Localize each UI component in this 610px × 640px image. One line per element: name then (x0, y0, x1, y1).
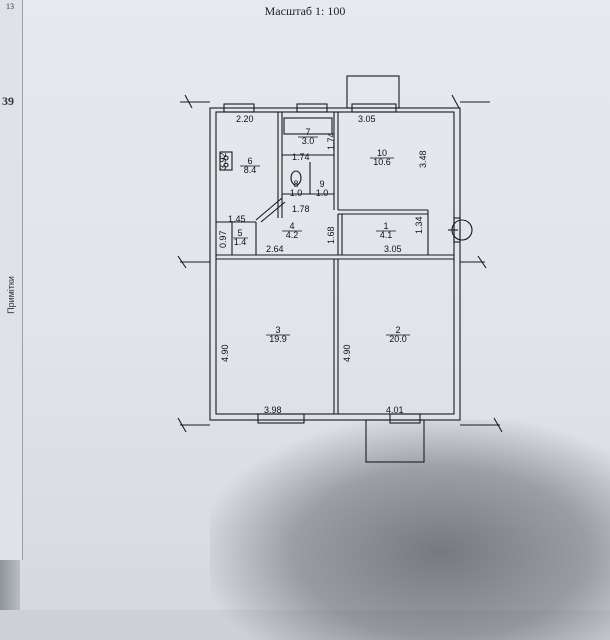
dim-1-74-horizontal: 1.74 (292, 152, 310, 162)
room-9-area: 1.0 (316, 188, 329, 198)
room-7-number: 7 (305, 127, 310, 137)
adjacent-page: 13 39 Примітки (0, 0, 23, 560)
dim-2-64: 2.64 (266, 244, 284, 254)
room-5-area: 1.4 (234, 237, 247, 247)
room-8-area: 1.0 (290, 188, 303, 198)
room-9-number: 9 (319, 179, 324, 189)
room-labels: 1 4.1 2 20.0 3 19.9 4 4.2 5 1.4 6 8.4 7 … (233, 127, 410, 344)
room-3-area: 19.9 (269, 334, 287, 344)
room-5-number: 5 (237, 228, 242, 238)
room-10-number: 10 (377, 148, 387, 158)
dim-1-68: 1.68 (326, 226, 336, 244)
photo-shadow (210, 420, 610, 640)
dim-3-98: 3.98 (264, 405, 282, 415)
room-6-number: 6 (247, 156, 252, 166)
scale-title: Масштаб 1: 100 (264, 4, 346, 18)
adjacent-page-number: 39 (2, 94, 14, 108)
room-4-number: 4 (289, 221, 294, 231)
room-7-area: 3.0 (302, 136, 315, 146)
dimension-labels: 2.20 3.92 1.74 1.74 3.05 3.48 1.78 1.45 … (218, 114, 428, 415)
dim-1-34: 1.34 (414, 216, 424, 234)
room-10-area: 10.6 (373, 157, 391, 167)
dim-4-90-right: 4.90 (342, 344, 352, 362)
dim-3-92: 3.92 (218, 152, 228, 170)
room-4-area: 4.2 (286, 230, 299, 240)
room-6-area: 8.4 (244, 165, 257, 175)
dim-1-45: 1.45 (228, 214, 246, 224)
dim-1-74-vertical: 1.74 (326, 132, 336, 150)
top-porch (346, 75, 400, 109)
dim-1-78: 1.78 (292, 204, 310, 214)
dim-3-48: 3.48 (418, 150, 428, 168)
dim-0-97: 0.97 (218, 230, 228, 248)
adjacent-page-top-number: 13 (6, 2, 14, 11)
dim-3-05-middle: 3.05 (384, 244, 402, 254)
plan-walls (177, 75, 503, 463)
dim-4-01: 4.01 (386, 405, 404, 415)
dim-2-20: 2.20 (236, 114, 254, 124)
room-3-number: 3 (275, 325, 280, 335)
room-2-area: 20.0 (389, 334, 407, 344)
room-1-number: 1 (383, 221, 388, 231)
dim-3-05-top: 3.05 (358, 114, 376, 124)
room-2-number: 2 (395, 325, 400, 335)
room-1-area: 4.1 (380, 230, 393, 240)
dim-4-90-left: 4.90 (220, 344, 230, 362)
room-8-number: 8 (293, 179, 298, 189)
outer-wall-inner (215, 111, 455, 415)
